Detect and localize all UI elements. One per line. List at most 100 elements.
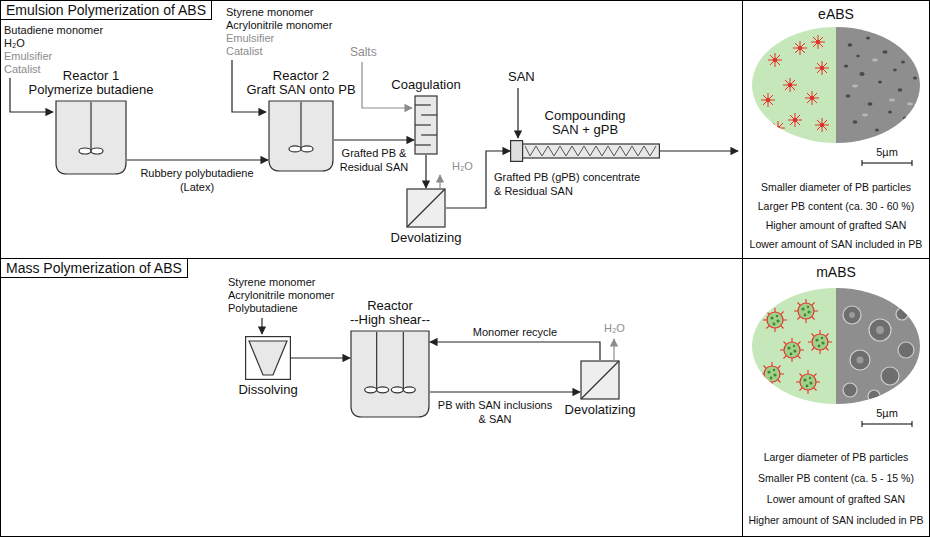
eabs-micrograph-part [771,121,785,135]
result-panel: mABSLarger diameter of PB particlesSmall… [742,258,930,537]
label-group: Dissolving [238,383,297,397]
label-slot: Polybutadiene [228,302,298,315]
label-slot: H₂O [452,160,473,173]
eabs-micrograph-part-part [907,103,913,106]
eabs-micrograph-part [852,59,913,117]
eabs-micrograph-part-part [844,64,848,67]
label-slot: H₂O [604,322,625,335]
stream-label: H₂O [4,37,25,50]
label-slot: Butadiene monomer [4,24,103,37]
reactor-vessel-shape-part [289,146,301,152]
scale-bars-part [862,160,912,166]
stream-label: Butadiene monomer [4,24,103,37]
property-note: Smaller PB content (ca. 5 - 15 %) [758,471,914,485]
coagulation-column-shape-part [421,114,437,115]
eabs-micrograph-part-part [888,111,892,114]
unit-name: Compounding [545,109,626,123]
label-group: Devolatizing [565,403,636,417]
property-note: Smaller diameter of PB particles [761,180,911,194]
eabs-micrograph-part-part [883,50,888,54]
label-slot: Acrylonitrile monomer [228,289,334,302]
feed-arrows [10,60,738,334]
eabs-micrograph-part [811,35,825,49]
dissolving-tank-shape-part [249,341,287,375]
text-slot: Smaller PB content (ca. 5 - 15 %) [743,468,929,486]
eabs-micrograph-part [761,93,775,107]
eabs-micrograph-part-part [913,77,917,80]
result-panel: eABSSmaller diameter of PB particlesLarg… [742,0,930,259]
scale-bars-part [862,421,912,427]
label-slot: Catalist [226,45,263,58]
stream-label: Catalist [226,45,263,58]
label-slot: Emulsifier [226,32,274,45]
eabs-micrograph [752,27,920,143]
eabs-micrograph-part-part [875,129,879,132]
edge-label: Rubbery polybutadiene (Latex) [136,166,258,194]
text-slot: Smaller diameter of PB particles [743,177,929,195]
label-slot: 5µm [876,407,898,420]
mabs-micrograph-part [843,306,914,402]
edge-label-slot: Rubbery polybutadiene (Latex) [136,166,258,194]
mabs-micrograph-part-part [850,350,870,370]
eabs-micrograph-part-part [889,99,895,102]
eabs-micrograph-part-part [859,72,864,76]
eabs-micrograph-part [815,61,829,75]
unit-name: Coagulation [391,78,460,92]
eabs-micrograph-part [844,37,917,132]
edge-label: Grafted PB (gPB) concentrate & Residual … [494,170,646,198]
coagulation-column-shape [414,95,438,155]
dissolving-tank-shape [245,336,291,380]
flow-arrow [430,391,580,392]
eabs-micrograph-part-part [878,81,882,84]
unit-name: Reactor 1 [28,69,153,83]
devolatizer-box-shape [406,188,446,228]
mabs-micrograph-part-part [876,326,884,334]
label-group: Devolatizing [391,231,462,245]
unit-name: Reactor [350,299,430,313]
reactor-vessel-shape-part [300,102,301,149]
eabs-micrograph-part-part [862,114,868,117]
feed-arrows-part [660,150,738,151]
mabs-micrograph-part-part [849,312,855,318]
coagulation-column-shape-part [415,124,431,125]
flow-arrow [127,159,268,160]
unit-name: Devolatizing [565,403,636,417]
devolatizer-box-shape-part [407,189,445,227]
label-slot: Emulsifier [4,50,52,63]
unit-name: Devolatizing [391,231,462,245]
flow-arrow [430,342,600,360]
text-slot: mABS [743,263,929,281]
eabs-micrograph-part-part [848,43,853,46]
reactor-vessel-shape-part [403,387,415,393]
edge-label: Grafted PB & Residual SAN [339,146,409,174]
coagulation-column-shape-part [415,144,431,145]
reactor-vessel-shape-part [365,387,377,393]
mabs-micrograph-part [780,338,804,362]
stream-label: Polybutadiene [228,302,298,315]
stream-label: Acrylonitrile monomer [228,289,334,302]
dissolving-tank: Dissolving [245,336,291,380]
unit-subtitle: --High shear-- [350,313,430,327]
property-note: Lower amount of SAN included in PB [750,237,923,251]
property-note: Higher amount of grafted SAN [766,218,907,232]
section-title: Emulsion Polymerization of ABS [6,2,206,18]
eabs-micrograph-part-part [872,59,878,62]
reactor-vessel: Reactor--High shear-- [350,330,430,418]
reactor-vessel-shape-part [391,387,403,393]
mabs-micrograph-part-part [896,308,908,320]
edge-label-slot: Grafted PB (gPB) concentrate & Residual … [494,170,646,198]
mabs-micrograph-part-part [881,367,899,385]
eabs-micrograph-part-part [856,55,860,58]
panel-title: mABS [816,264,856,280]
section-header: Mass Polymerization of ABS [0,258,188,278]
coagulation-column-shape-part [421,134,437,135]
mabs-micrograph-part [836,288,920,404]
eabs-micrograph-part [805,91,819,105]
eabs-micrograph-part-part [868,102,873,106]
eabs-micrograph-part-part [846,94,851,97]
mabs-micrograph-part-part [843,383,857,397]
mabs-micrograph-part [849,312,884,364]
mabs-micrograph-part [752,288,836,404]
reactor-vessel-shape-part [91,148,103,154]
